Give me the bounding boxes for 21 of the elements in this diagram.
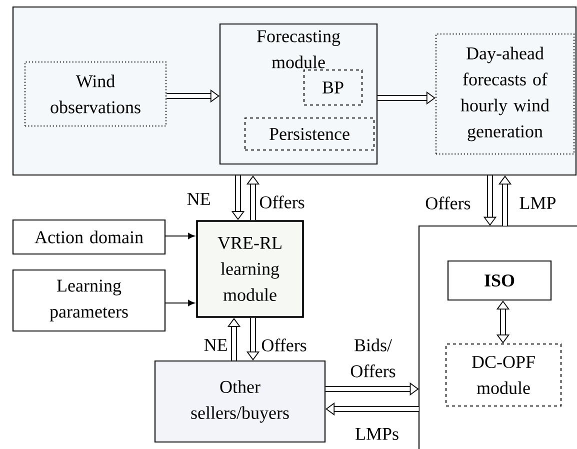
input-box: Action domain — [12, 219, 166, 255]
edge-label: LMPs — [356, 428, 398, 440]
operator-box: ISO — [447, 260, 552, 301]
arrow — [166, 300, 195, 306]
edge-label: NE — [187, 193, 210, 205]
input-box: Learning parameters — [12, 269, 166, 332]
output-box: Day-ahead forecasts of hourly wind generation — [435, 33, 575, 155]
edge-label: Bids/ Offers — [350, 338, 396, 378]
input-box: Wind observations — [24, 61, 167, 127]
edge-label: LMP — [520, 197, 556, 209]
method-box: BP — [303, 69, 363, 106]
module-box: VRE-RL learning module — [196, 220, 304, 318]
arrow — [496, 300, 510, 344]
edge-label: Offers — [262, 338, 306, 352]
participant-box: Other sellers/buyers — [154, 360, 326, 443]
edge-label: Offers — [260, 196, 304, 208]
edge-label: Offers — [426, 196, 470, 210]
arrow — [166, 232, 195, 240]
module-box: DC-OPF module — [445, 343, 562, 407]
edge-label: NE — [204, 339, 227, 351]
method-box: Persistence — [244, 117, 375, 151]
